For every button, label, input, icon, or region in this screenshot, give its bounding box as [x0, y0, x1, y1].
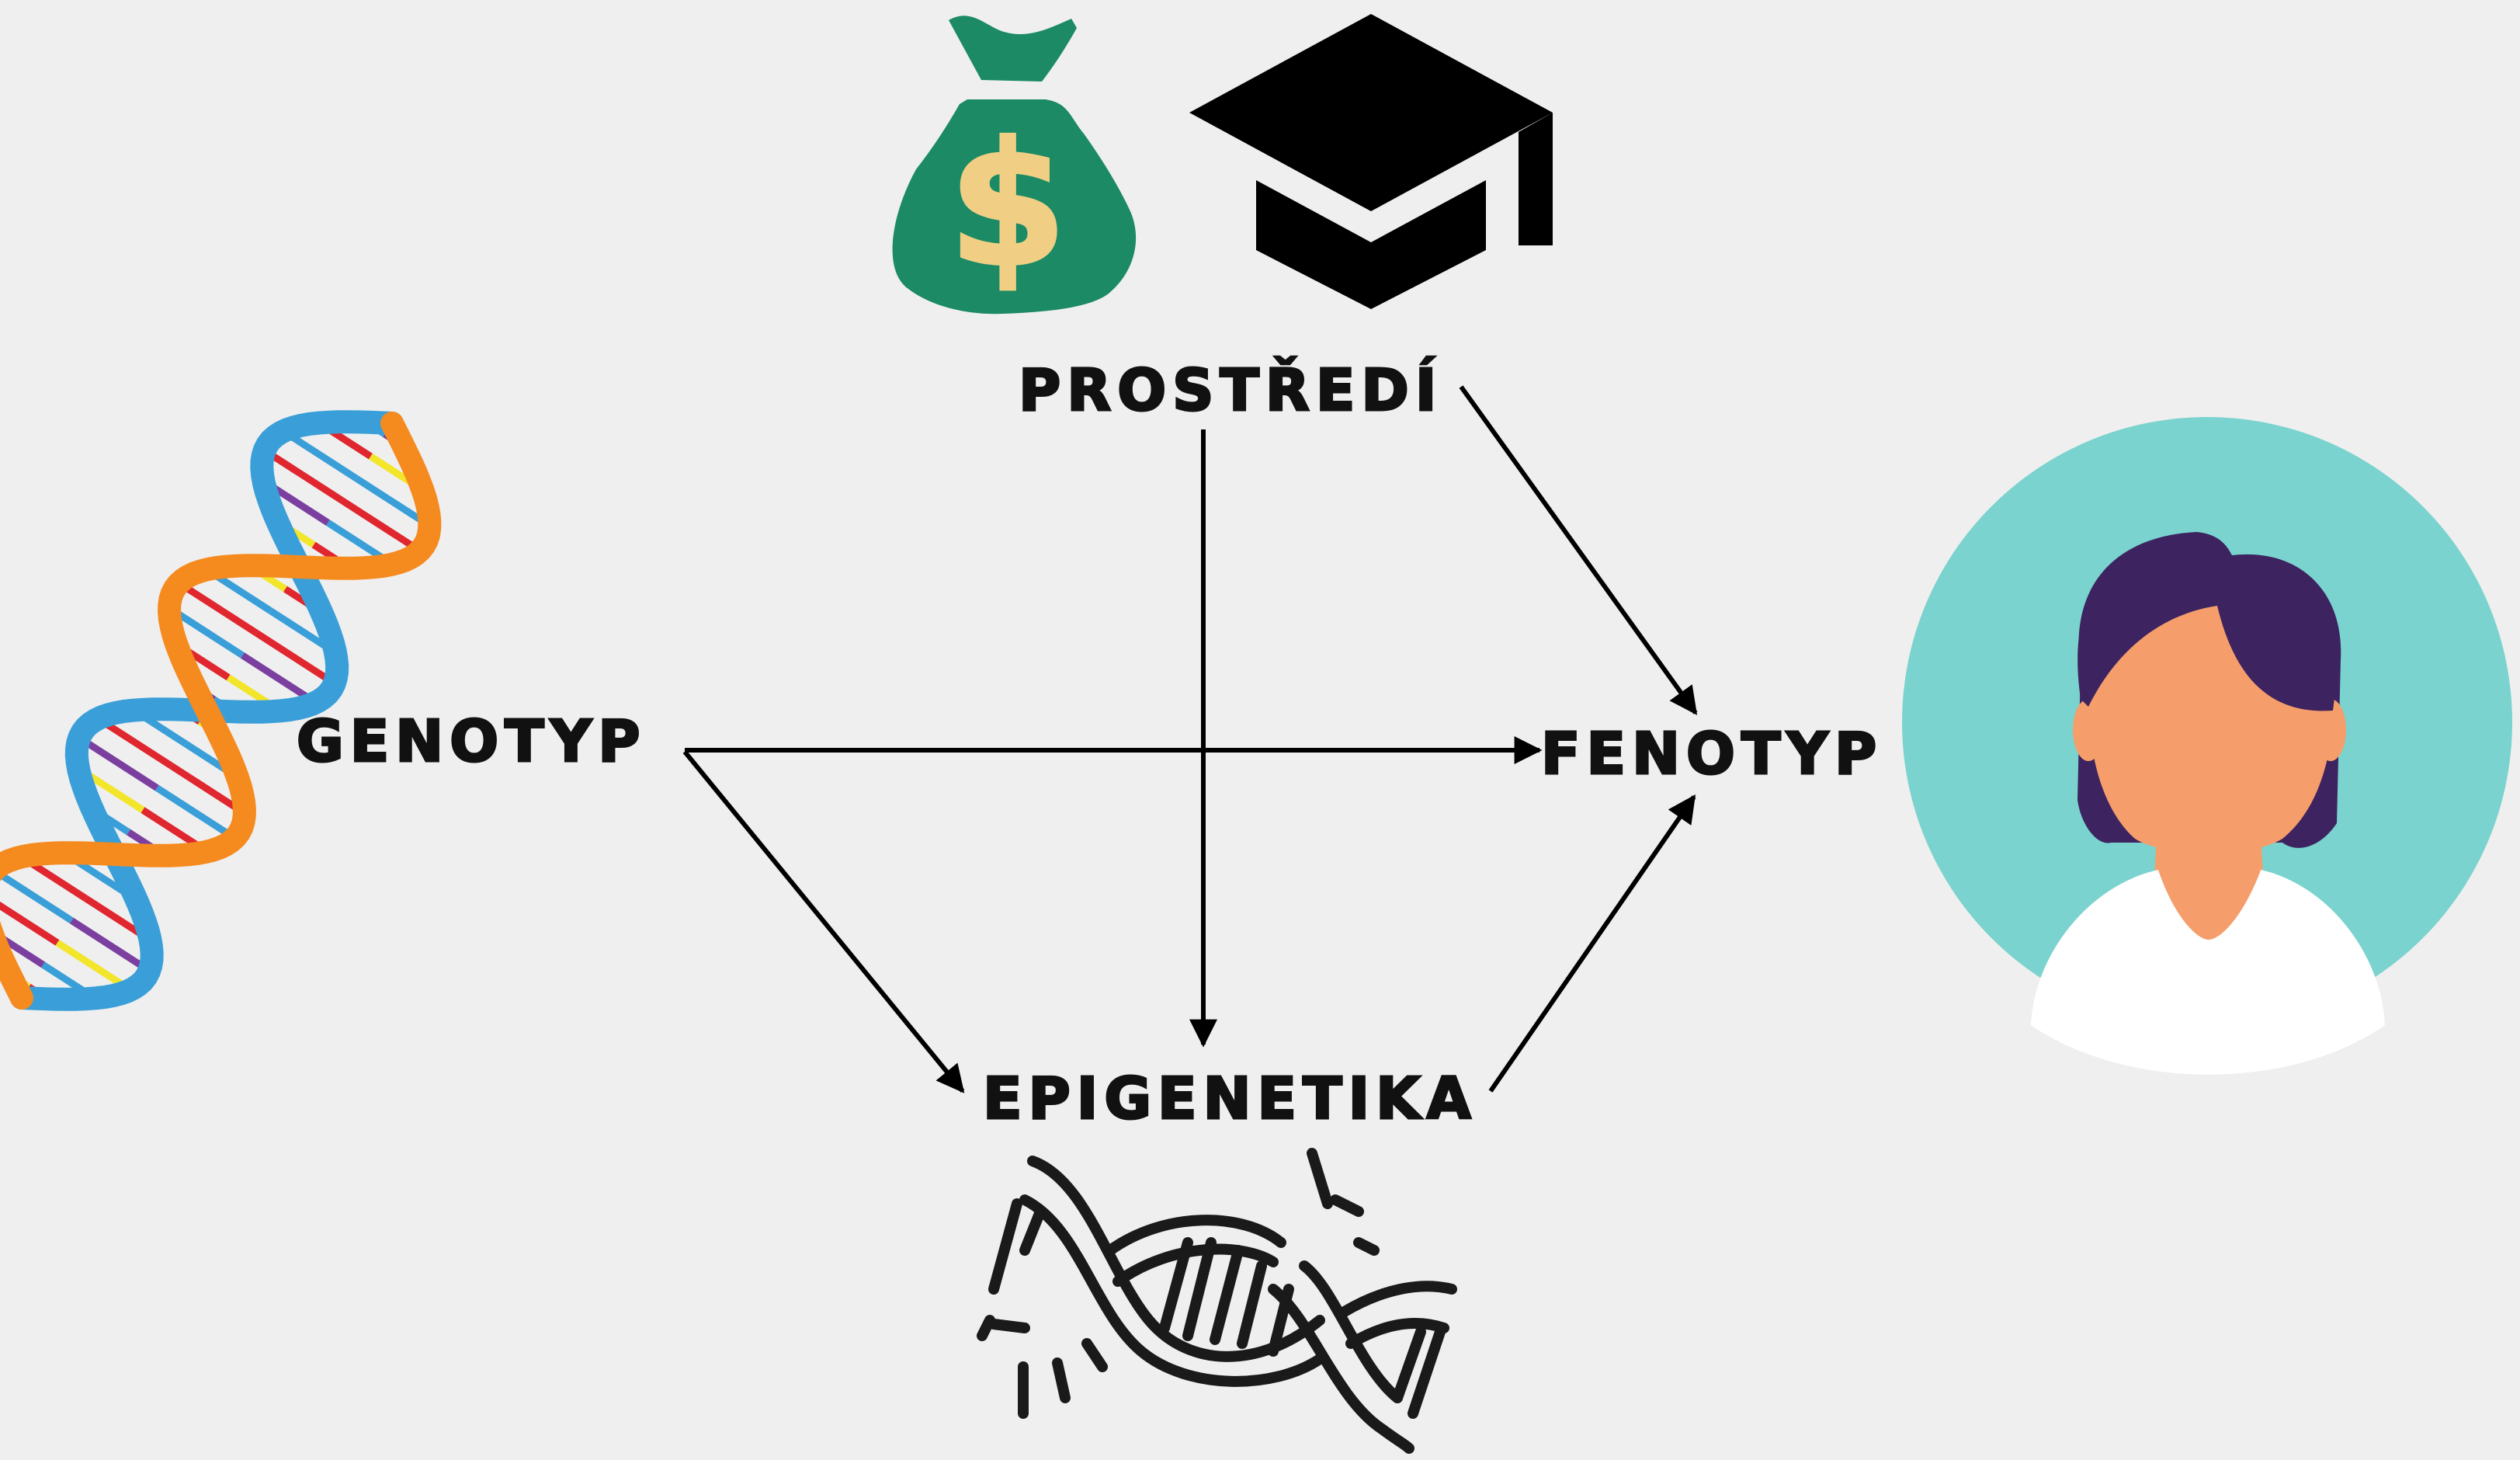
dna-base-pair-icon — [255, 630, 337, 687]
money-bag-icon: $ — [892, 16, 1137, 315]
broken-dna-fragment-icon — [977, 1315, 995, 1341]
broken-dna-strand-icon — [1112, 1243, 1279, 1287]
dna-base-pair-icon — [340, 497, 422, 554]
broken-dna-rung-icon — [1268, 1284, 1294, 1357]
broken-dna-rung-icon — [1182, 1237, 1217, 1341]
avatar-shirt-icon — [2031, 870, 2385, 1075]
dollar-sign-icon: $ — [948, 106, 1067, 304]
node-label-genotype: GENOTYP — [295, 708, 647, 775]
broken-dna-rung-icon — [1392, 1326, 1426, 1403]
broken-dna-fragment-icon — [988, 1319, 1030, 1333]
broken-dna-rung-icon — [1237, 1260, 1267, 1349]
money-bag-body-icon — [892, 99, 1137, 315]
cap-board-icon — [1189, 14, 1553, 211]
avatar-bangs-icon — [2077, 536, 2339, 711]
person-avatar-icon — [1902, 417, 2512, 1075]
graduation-cap-icon — [1189, 14, 1553, 309]
edge-epigenetics-to-phenotype — [1488, 794, 1696, 1093]
avatar-skin-neck-icon — [2158, 870, 2261, 940]
dna-base-pair-icon — [167, 605, 245, 659]
edge-environment-to-phenotype — [1459, 385, 1698, 715]
broken-dna-rung-icon — [1210, 1245, 1244, 1345]
cap-tassel-icon — [1519, 113, 1553, 245]
broken-dna-fragment-icon — [1330, 1194, 1364, 1217]
node-label-phenotype: FENOTYP — [1539, 721, 1883, 787]
dna-base-pair-icon — [177, 580, 259, 637]
dna-strand-icon — [0, 412, 442, 1010]
dna-base-pair-icon — [240, 652, 318, 706]
broken-dna-fragment-icon — [1081, 1338, 1108, 1372]
dna-base-pair-icon — [0, 870, 74, 924]
dna-base-pair-icon — [95, 715, 174, 769]
broken-dna-icon — [977, 1148, 1457, 1454]
broken-dna-fragment-icon — [1353, 1237, 1380, 1256]
dna-base-pair-icon — [69, 917, 151, 974]
broken-dna-rung-icon — [1408, 1326, 1446, 1419]
dna-base-pair-icon — [0, 933, 45, 968]
broken-dna-fragment-icon — [1052, 1357, 1071, 1403]
broken-dna-rung-icon — [1019, 1206, 1046, 1256]
dna-helix-icon — [0, 410, 442, 1011]
dna-base-pair-icon — [262, 447, 345, 504]
dna-base-pair-icon — [281, 428, 359, 481]
broken-dna-strand-icon — [1019, 1194, 1325, 1387]
money-bag-tie-icon — [949, 16, 1077, 82]
dna-base-pair-icon — [354, 475, 432, 529]
cap-band-icon — [1256, 180, 1486, 309]
dna-base-pair-icon — [55, 940, 133, 993]
dna-base-pair-icon — [0, 901, 60, 946]
dna-base-pair-icon — [77, 735, 159, 791]
node-label-environment: PROSTŘEDÍ — [1017, 357, 1443, 424]
dna-base-pair-icon — [169, 763, 247, 816]
broken-dna-strand-icon — [1105, 1215, 1286, 1256]
broken-dna-fragment-icon — [1307, 1148, 1333, 1209]
broken-dna-strand-icon — [1338, 1281, 1457, 1318]
edge-genotype-to-epigenetics — [682, 750, 965, 1093]
broken-dna-strand-icon — [1268, 1284, 1414, 1454]
node-label-epigenetics: EPIGENETIKA — [982, 1065, 1477, 1132]
broken-dna-rung-icon — [1159, 1237, 1193, 1333]
broken-dna-strand-icon — [1299, 1260, 1403, 1403]
broken-dna-rung-icon — [988, 1198, 1022, 1295]
cap-gap-decoration — [1189, 116, 1519, 233]
dna-base-pair-icon — [154, 784, 237, 841]
edges — [682, 385, 1698, 1093]
broken-dna-strand-icon — [1027, 1156, 1325, 1362]
broken-dna-strand-icon — [1345, 1318, 1449, 1349]
